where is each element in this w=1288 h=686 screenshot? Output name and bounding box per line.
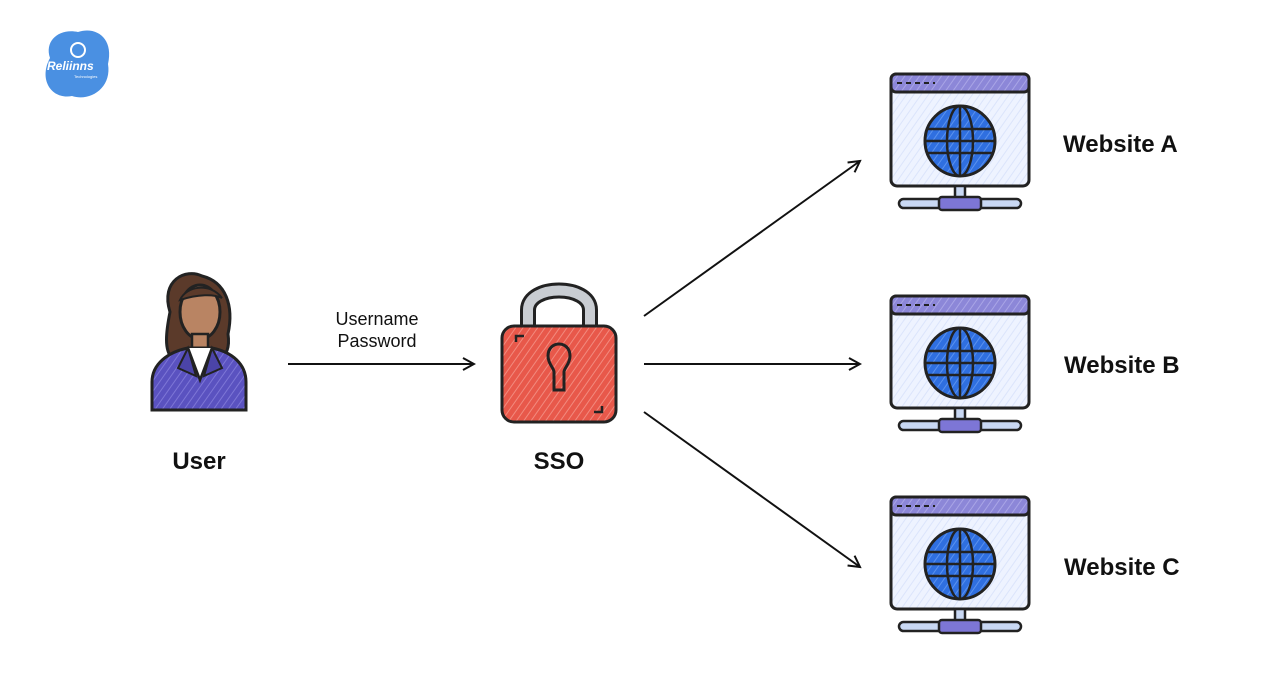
reliinns-logo: Reliinns Technologies bbox=[45, 30, 110, 98]
padlock-icon bbox=[500, 282, 618, 424]
website-c-label: Website C bbox=[1064, 554, 1180, 581]
website-a-label: Website A bbox=[1063, 131, 1178, 158]
user-icon bbox=[150, 272, 248, 412]
arrow-sso-to-website-c bbox=[643, 411, 860, 567]
lightbulb-icon bbox=[70, 42, 86, 58]
web-server-icon bbox=[889, 294, 1031, 434]
edge-label-password: Password bbox=[337, 331, 416, 351]
edge-label-username: Username bbox=[335, 309, 418, 329]
sso-label: SSO bbox=[534, 448, 585, 475]
user-label: User bbox=[172, 448, 225, 475]
logo-blob bbox=[45, 30, 110, 98]
arrow-sso-to-website-a bbox=[643, 161, 860, 317]
web-server-icon bbox=[889, 495, 1031, 635]
logo-text: Reliinns bbox=[47, 59, 94, 73]
logo-subtext: Technologies bbox=[74, 74, 97, 79]
website-b-label: Website B bbox=[1064, 352, 1180, 379]
web-server-icon bbox=[889, 72, 1031, 212]
